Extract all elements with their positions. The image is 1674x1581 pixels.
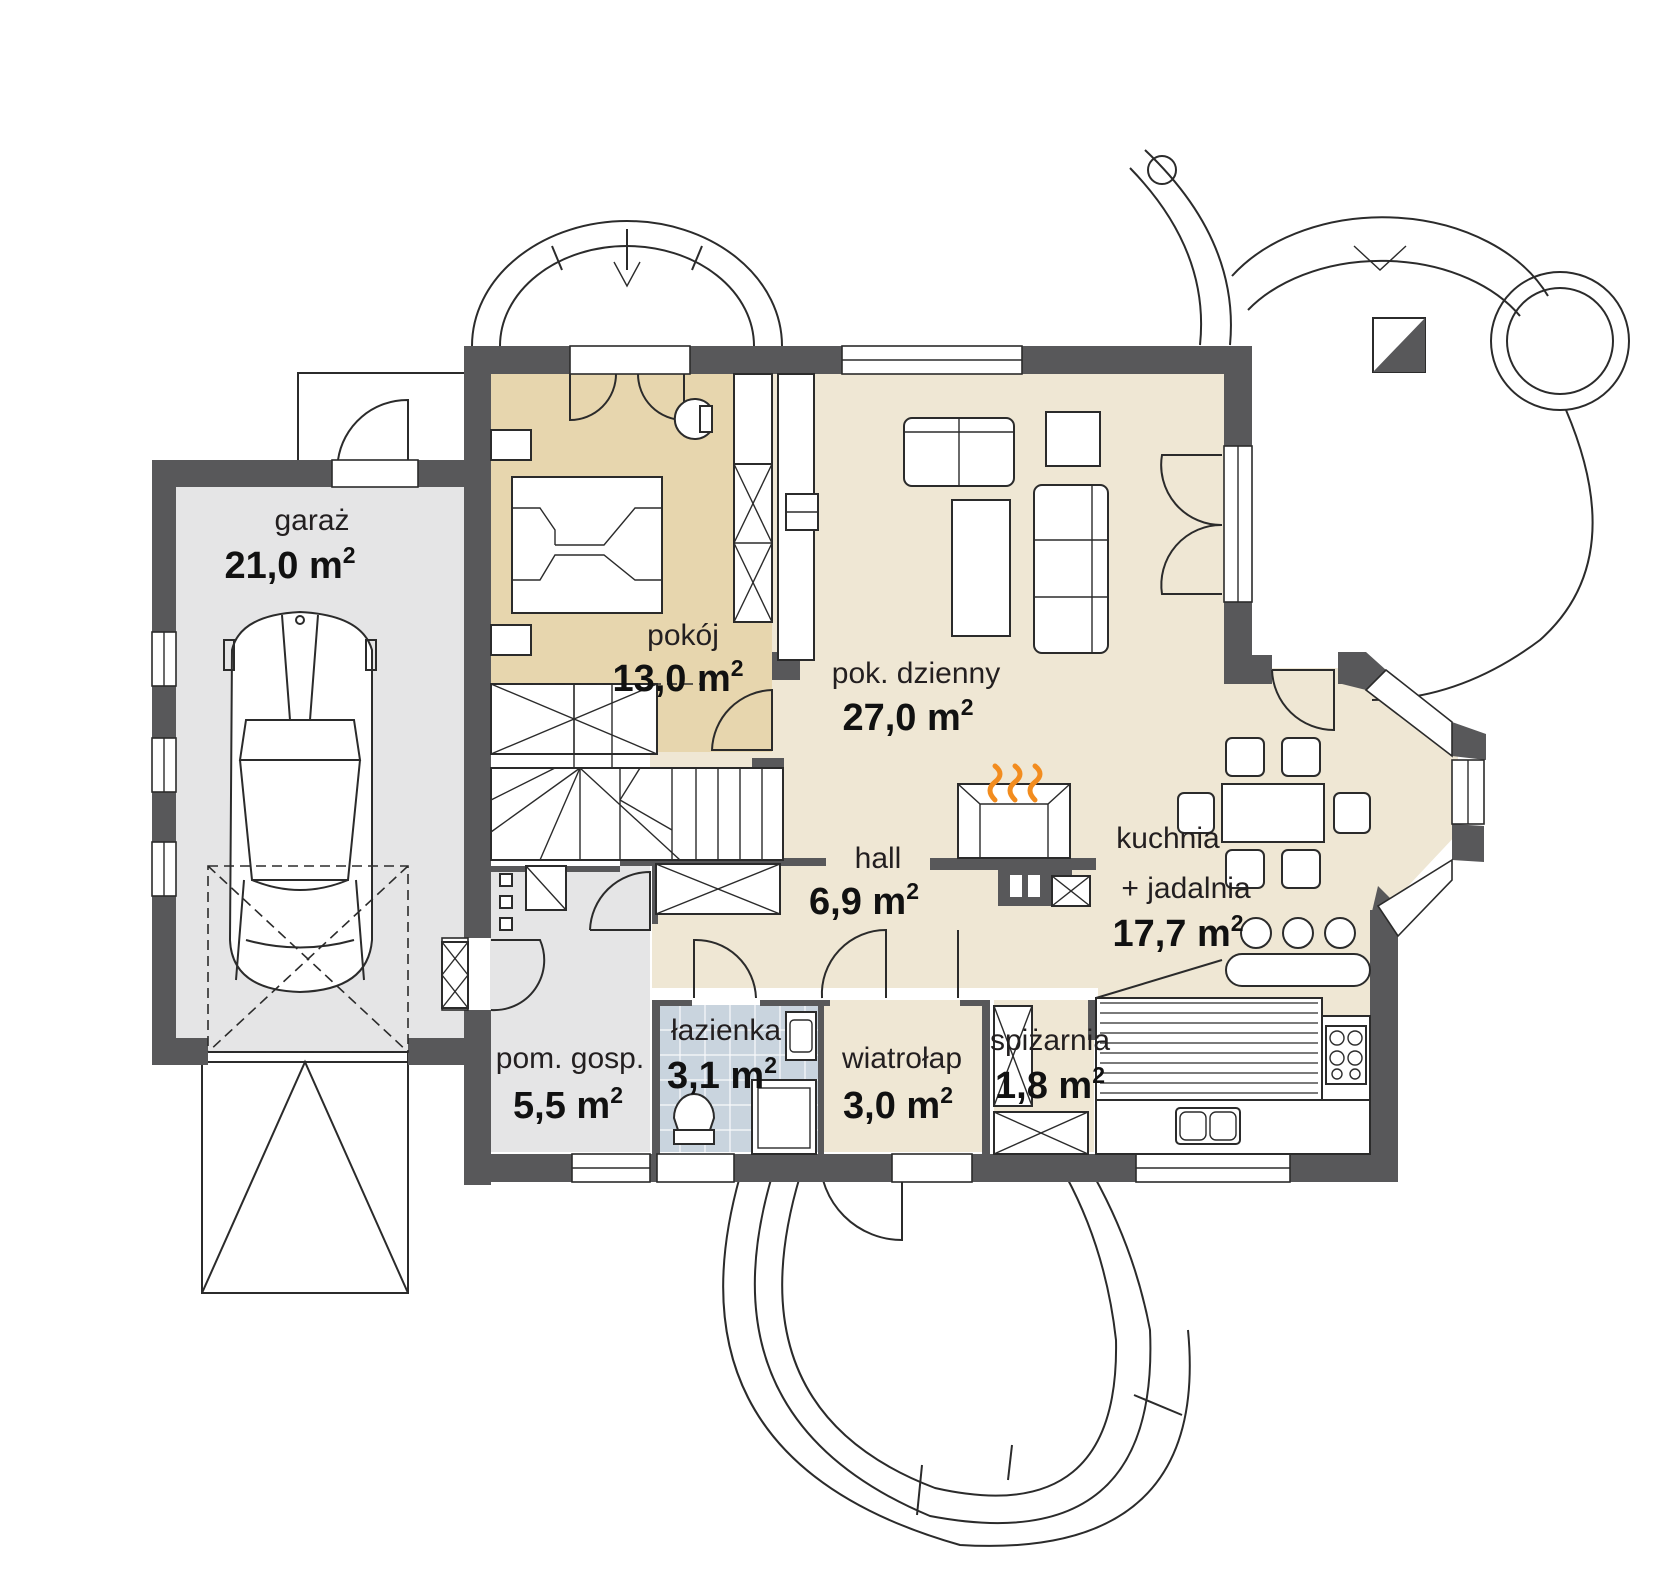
garage-porch bbox=[297, 372, 468, 460]
toilet bbox=[672, 1093, 716, 1131]
room-name-spizarnia: spiżarnia bbox=[990, 1024, 1110, 1057]
room-area-garaz: 21,0 m2 bbox=[224, 542, 355, 587]
outdoor-elements bbox=[201, 149, 1630, 1547]
room-area-pok-dzienny: 27,0 m2 bbox=[842, 694, 973, 739]
wiatrolap-floor bbox=[822, 1000, 982, 1152]
dining-table bbox=[1221, 783, 1325, 843]
room-name-kuchnia: kuchnia bbox=[1116, 822, 1220, 855]
room-area-spizarnia: 1,8 m2 bbox=[995, 1062, 1105, 1107]
bedroom-arch bbox=[471, 220, 783, 347]
room-labels: garaż 21,0 m2 pokój 13,0 m2 pok. dzienny… bbox=[224, 504, 1251, 1127]
bathroom-sink bbox=[785, 1011, 817, 1061]
room-name-hall: hall bbox=[855, 842, 902, 875]
room-name-pom-gosp: pom. gosp. bbox=[496, 1042, 644, 1075]
room-area-wiatrolap: 3,0 m2 bbox=[843, 1082, 953, 1127]
room-name-garaz: garaż bbox=[274, 504, 349, 537]
garage-door-outline bbox=[207, 865, 409, 1053]
room-name-jadalnia: + jadalnia bbox=[1121, 872, 1251, 905]
walls bbox=[152, 346, 1486, 1185]
shower-tray bbox=[751, 1079, 817, 1155]
furniture bbox=[441, 373, 1371, 1155]
lamp-post bbox=[1147, 155, 1177, 185]
kitchen-sink bbox=[1175, 1107, 1241, 1145]
room-area-pom-gosp: 5,5 m2 bbox=[513, 1082, 623, 1127]
staircase bbox=[490, 683, 784, 861]
fire-icon bbox=[987, 763, 1043, 803]
coffee-table bbox=[951, 499, 1011, 637]
driveway bbox=[201, 1051, 409, 1294]
room-area-pokoj: 13,0 m2 bbox=[612, 655, 743, 700]
garden-path-right bbox=[1371, 409, 1594, 701]
room-area-kuchnia-jadalnia: 17,7 m2 bbox=[1112, 910, 1243, 955]
room-name-pok-dzienny: pok. dzienny bbox=[832, 657, 1000, 690]
room-area-hall: 6,9 m2 bbox=[809, 878, 919, 923]
car bbox=[223, 610, 377, 994]
room-name-pokoj: pokój bbox=[647, 619, 719, 652]
room-area-lazienka: 3,1 m2 bbox=[667, 1052, 777, 1097]
garden-arc-outer bbox=[1144, 149, 1232, 346]
room-name-wiatrolap: wiatrołap bbox=[841, 1042, 962, 1075]
sofa-three-seat bbox=[1033, 484, 1109, 654]
utility-floor bbox=[490, 866, 650, 1152]
entrance-arc-outer bbox=[753, 1175, 1152, 1524]
garden-fountain bbox=[1490, 271, 1630, 411]
room-name-lazienka: łazienka bbox=[671, 1014, 781, 1047]
windows bbox=[151, 345, 1485, 1183]
